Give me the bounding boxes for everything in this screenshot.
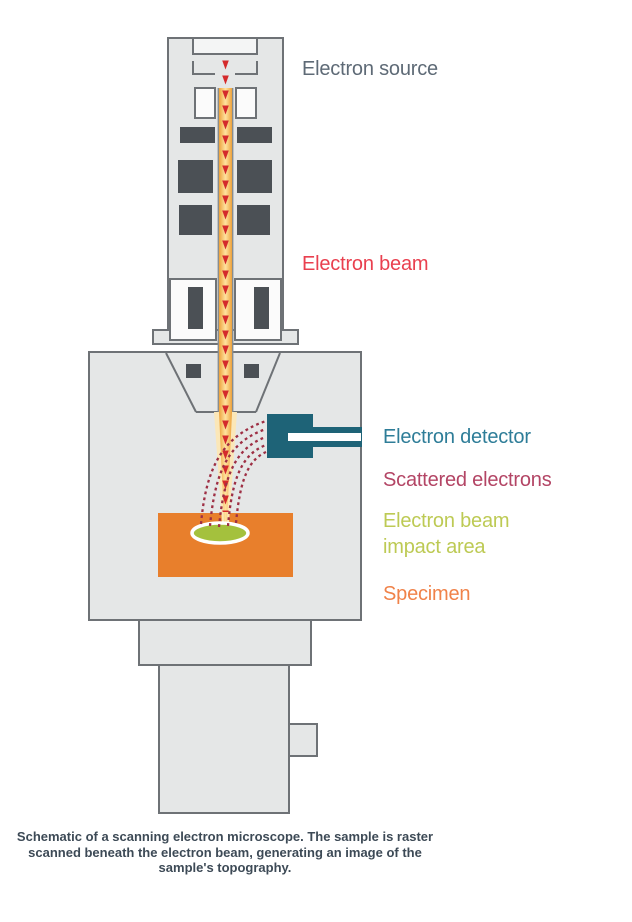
base-knob xyxy=(288,723,318,757)
impact-area-ellipse xyxy=(190,521,250,545)
condenser-bar-right xyxy=(237,127,272,143)
electron-source-label: Electron source xyxy=(302,58,438,80)
specimen-label: Specimen xyxy=(383,583,471,605)
stand-base xyxy=(158,664,290,814)
wehnelt-bracket-left xyxy=(192,61,215,75)
figure-caption: Schematic of a scanning electron microsc… xyxy=(16,829,434,875)
scattered-path-5 xyxy=(234,450,267,524)
wehnelt-bracket-right xyxy=(235,61,258,75)
anode-left xyxy=(194,87,216,119)
condenser-lens2-left xyxy=(179,205,212,235)
scan-coil-left xyxy=(186,364,201,378)
scattered-path-2 xyxy=(208,427,267,527)
anode-right xyxy=(235,87,257,119)
scan-coil-right xyxy=(244,364,259,378)
beam-arrows xyxy=(219,58,232,512)
objective-box-left xyxy=(169,278,217,341)
electron-detector-label: Electron detector xyxy=(383,426,531,448)
funnel-wall-left xyxy=(165,352,197,413)
scattered-electron-paths xyxy=(199,419,267,528)
detector-slot xyxy=(288,433,361,441)
scattered-path-4 xyxy=(226,443,267,527)
objective-coil-right xyxy=(254,287,269,329)
gun-aperture xyxy=(192,37,258,55)
scattered-path-1 xyxy=(199,419,267,525)
condenser-lens2-right xyxy=(237,205,270,235)
objective-coil-left xyxy=(188,287,203,329)
condenser-lens1-right xyxy=(237,160,272,193)
scattered-electrons-label: Scattered electrons xyxy=(383,469,552,491)
electron-beam-label: Electron beam xyxy=(302,253,429,275)
scattered-path-3 xyxy=(217,435,267,528)
funnel-wall-right xyxy=(255,352,281,413)
condenser-bar-left xyxy=(180,127,215,143)
impact-area-label: Electron beam impact area xyxy=(383,510,510,558)
condenser-lens1-left xyxy=(178,160,213,193)
pedestal-step xyxy=(138,619,312,666)
